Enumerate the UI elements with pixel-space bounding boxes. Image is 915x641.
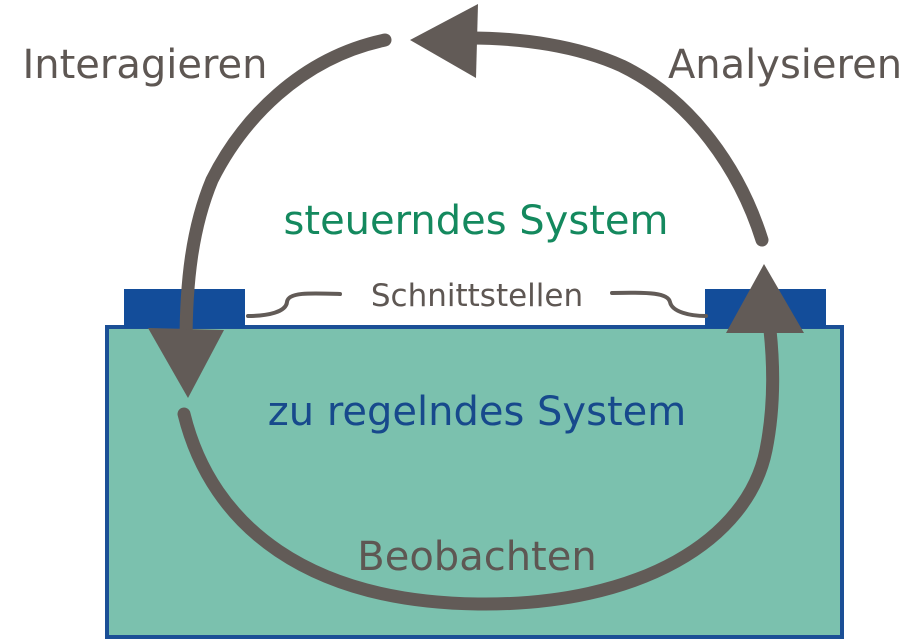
analyze-label: Analysieren (668, 42, 902, 88)
interact-arc (179, 33, 392, 351)
observe-label: Beobachten (357, 534, 596, 580)
interact-arrowhead (148, 328, 224, 398)
controlling-system-label: steuerndes System (284, 198, 669, 244)
interfaces-label: Schnittstellen (371, 278, 583, 314)
interact-label: Interagieren (22, 42, 267, 88)
observe-arrowhead (726, 264, 804, 333)
interface-connector-right (610, 290, 708, 318)
analyze-arc (463, 31, 769, 247)
controlled-system-label: zu regelndes System (268, 389, 686, 435)
interface-connector-left (246, 291, 342, 318)
cycle-arrows (148, 4, 804, 611)
controlled-system-box (105, 325, 844, 639)
observe-arc (177, 323, 780, 611)
analyze-arrowhead (410, 4, 478, 78)
